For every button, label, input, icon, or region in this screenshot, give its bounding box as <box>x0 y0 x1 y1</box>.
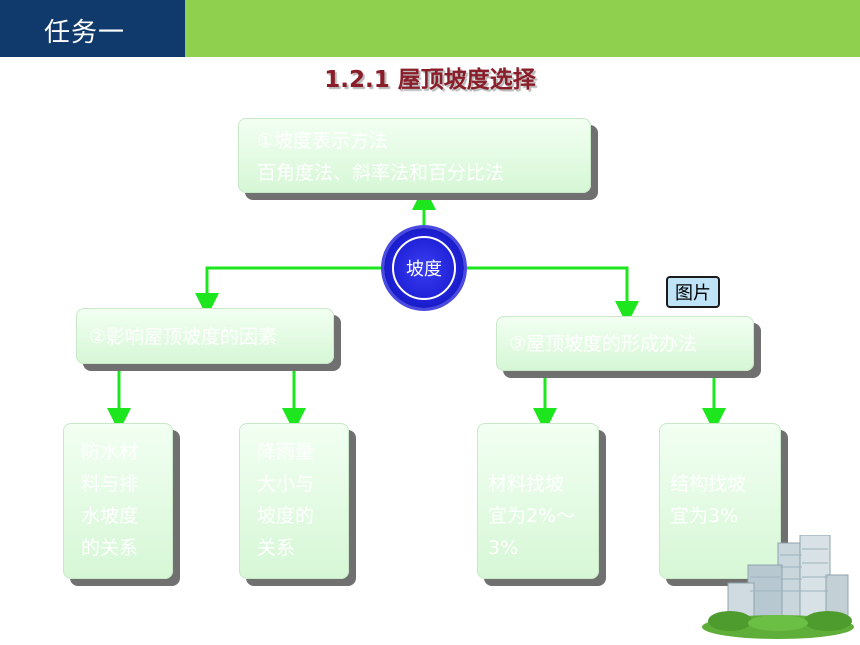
node-slope-factors-title: ②影响屋顶坡度的因素 <box>89 326 278 348</box>
task-label: 任务一 <box>44 18 126 48</box>
node-structural-slope-text: 结构找坡 宜为3% <box>670 473 747 527</box>
building-illustration <box>702 535 854 639</box>
node-slope-method-body: 百角度法、斜率法和百分比法 <box>257 162 505 184</box>
node-slope-formation-title: ③屋顶坡度的形成办法 <box>509 333 698 355</box>
image-button[interactable]: 图片 <box>666 276 720 308</box>
node-material-slope-text: 材料找坡 宜为2%～ 3% <box>488 473 576 559</box>
slide-title: 1.2.1 屋顶坡度选择 <box>324 67 536 93</box>
hub-label: 坡度 <box>406 259 442 280</box>
node-slope-method-title: ①坡度表示方法 <box>257 130 389 152</box>
node-waterproof-relation: 防水材 料与排 水坡度 的关系 <box>63 423 173 579</box>
connector-hub-to-formation <box>464 266 639 325</box>
header-bar-dark <box>0 0 185 57</box>
node-slope-formation: ③屋顶坡度的形成办法 <box>496 316 754 371</box>
node-slope-method: ①坡度表示方法 百角度法、斜率法和百分比法 <box>238 118 591 193</box>
connector-hub-to-factors <box>195 266 384 317</box>
node-slope-factors: ②影响屋顶坡度的因素 <box>76 308 334 364</box>
node-structural-slope: 结构找坡 宜为3% <box>659 423 781 579</box>
node-rainfall-relation-text: 降雨量 大小与 坡度的 关系 <box>257 441 315 559</box>
hub-circle[interactable]: 坡度 <box>384 228 464 308</box>
node-material-slope: 材料找坡 宜为2%～ 3% <box>477 423 599 579</box>
hub-ring: 坡度 <box>392 236 456 300</box>
node-waterproof-relation-text: 防水材 料与排 水坡度 的关系 <box>81 441 139 559</box>
node-rainfall-relation: 降雨量 大小与 坡度的 关系 <box>239 423 349 579</box>
header-bar-green <box>185 0 860 57</box>
